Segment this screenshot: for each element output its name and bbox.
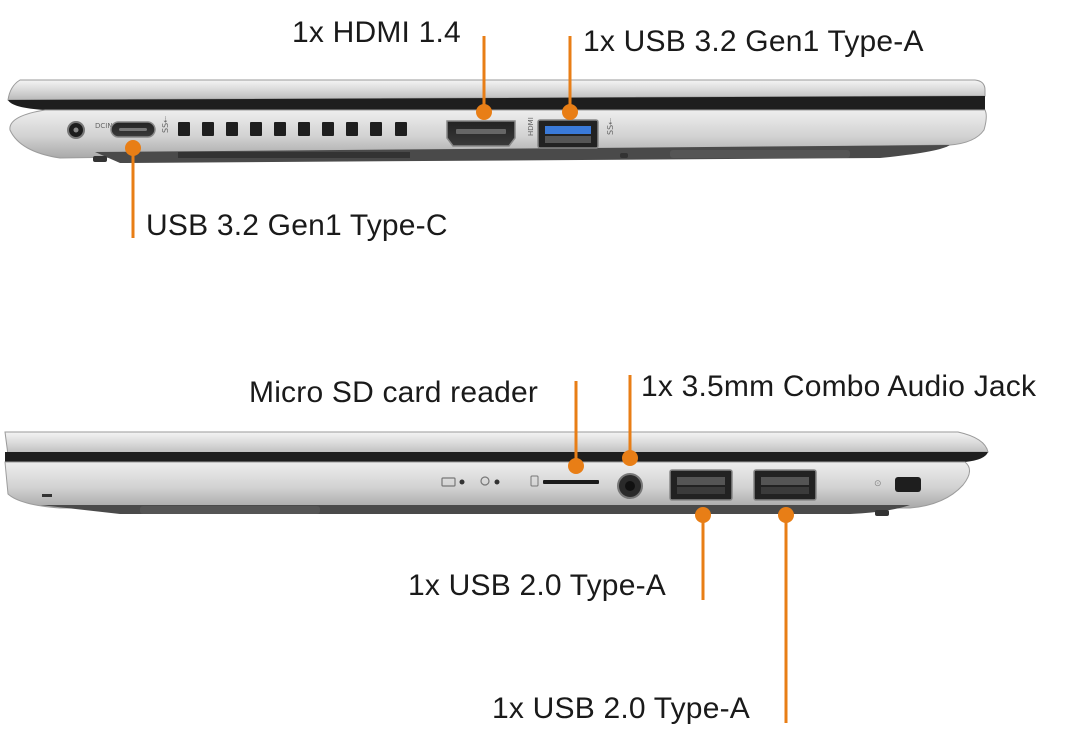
usb-a-marker <box>562 104 578 120</box>
micro-sd-callout-label: Micro SD card reader <box>249 376 539 409</box>
hinge-seam-right <box>5 452 988 462</box>
usb-c-gen1-callout-label: USB 3.2 Gen1 Type-C <box>146 209 448 242</box>
speaker-grille-right <box>670 150 850 158</box>
lower-vent <box>178 152 410 158</box>
ss-icon-2: SS⇠ <box>606 118 615 135</box>
speaker-grille-left <box>140 506 320 514</box>
vent-grille <box>178 122 407 136</box>
sd-icon <box>530 475 539 487</box>
usb20-a-1-callout-label: 1x USB 2.0 Type-A <box>408 569 666 602</box>
hdmi-tag: HDMI <box>527 117 535 136</box>
laptop-left-side: DCIN SS⇠ HDMI SS⇠ <box>7 79 987 163</box>
sd-marker <box>568 458 584 474</box>
svg-text:⊙: ⊙ <box>874 479 882 489</box>
lid-top-right <box>4 431 989 456</box>
audio-marker <box>622 450 638 466</box>
usb-a-gen1-callout-label: 1x USB 3.2 Gen1 Type-A <box>583 25 924 58</box>
micro-sd-slot <box>543 480 599 484</box>
dc-label: DCIN <box>95 122 113 130</box>
callout-leaders <box>125 36 794 723</box>
foot-left <box>93 156 107 162</box>
hinge-seam <box>8 96 985 110</box>
status-led-group <box>441 476 500 487</box>
audio-jack-callout-label: 1x 3.5mm Combo Audio Jack <box>641 370 1037 403</box>
foot-right <box>620 153 628 158</box>
hdmi-marker <box>476 104 492 120</box>
hdmi-callout-label: 1x HDMI 1.4 <box>292 16 461 49</box>
usb20-a-2-callout-label: 1x USB 2.0 Type-A <box>492 692 750 725</box>
laptop-right-side: ⊙ <box>4 431 989 516</box>
foot-right-2 <box>875 510 889 516</box>
base-body-right <box>4 461 970 509</box>
kensington-lock-slot <box>895 477 921 492</box>
base-bottom <box>95 145 950 163</box>
lid-top <box>7 79 986 101</box>
ss-icon-1: SS⇠ <box>161 116 170 133</box>
